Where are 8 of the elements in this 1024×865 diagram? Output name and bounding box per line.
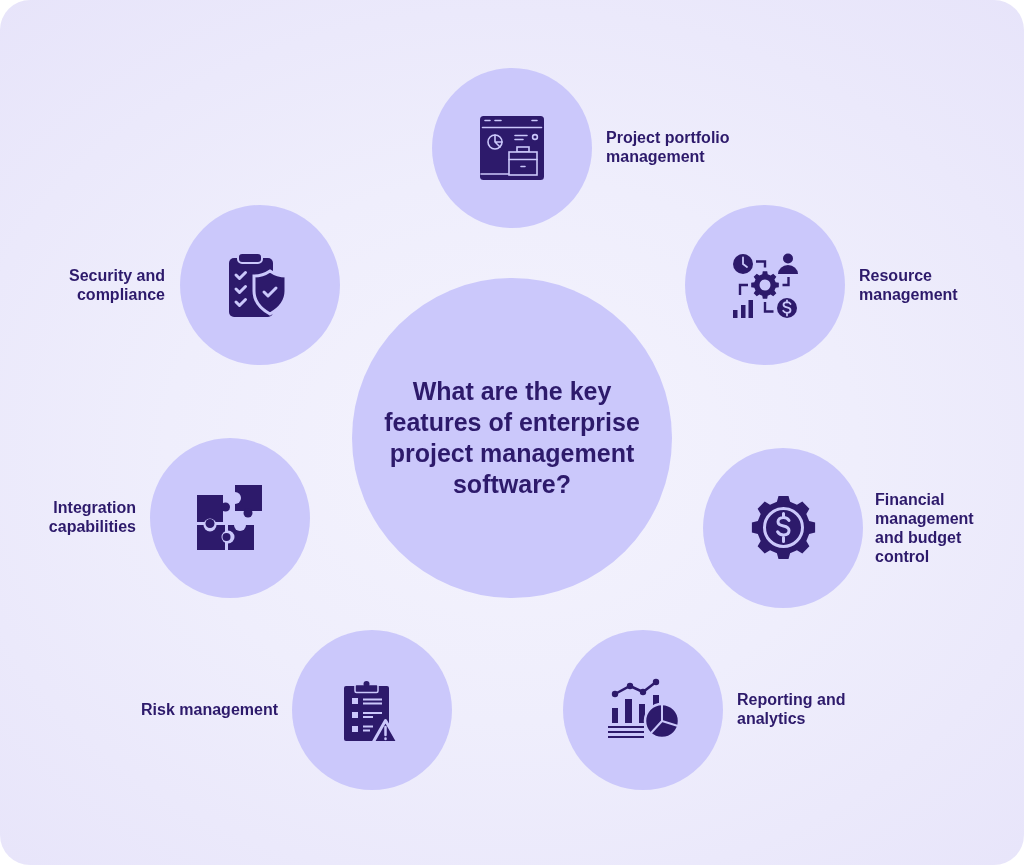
feature-label: Project portfolio management (606, 128, 731, 166)
feature-label: Financial management and budget control (875, 490, 975, 566)
feature-label: Risk management (140, 700, 278, 719)
feature-label: Resource management (859, 266, 959, 304)
feature-label: Reporting and analytics (737, 690, 847, 728)
feature-label: Security and compliance (67, 266, 165, 304)
feature-label: Integration capabilities (47, 498, 136, 536)
central-question: What are the key features of enterprise project management software? (383, 376, 641, 500)
